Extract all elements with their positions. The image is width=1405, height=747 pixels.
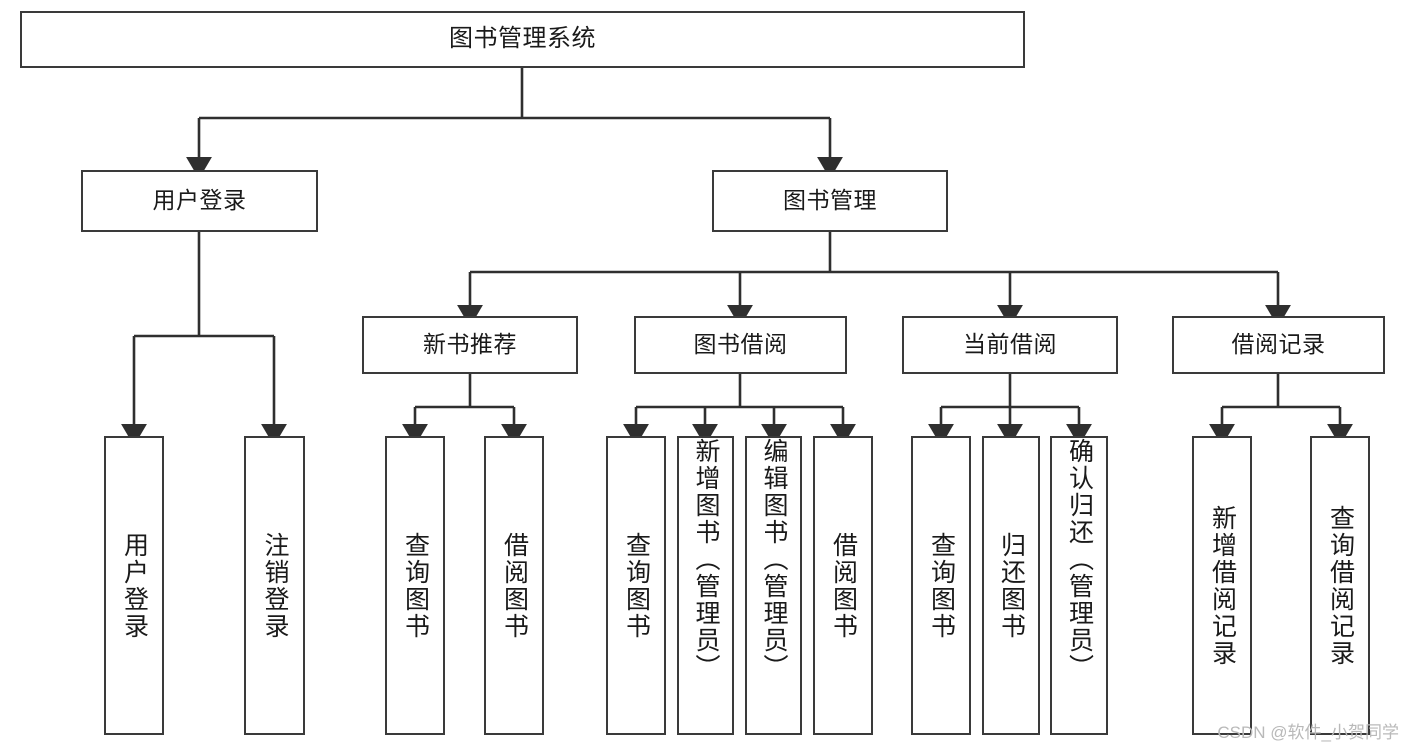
node-label: 新增借阅记录 [1208, 504, 1237, 667]
node-current-borrow[interactable]: 当前借阅 [902, 316, 1118, 374]
leaf-borrow-book-new[interactable]: 借阅图书 [484, 436, 544, 735]
leaf-add-book-admin[interactable]: 新增图书（管理员） [677, 436, 734, 735]
node-label: 借阅图书 [500, 531, 529, 640]
node-label: 借阅图书 [829, 531, 858, 640]
node-label: 用户登录 [120, 531, 149, 640]
leaf-query-book-current[interactable]: 查询图书 [911, 436, 971, 735]
node-label: 当前借阅 [963, 331, 1057, 358]
leaf-confirm-return-admin[interactable]: 确认归还（管理员） [1050, 436, 1108, 735]
leaf-return-book[interactable]: 归还图书 [982, 436, 1040, 735]
leaf-add-borrow-record[interactable]: 新增借阅记录 [1192, 436, 1252, 735]
node-new-book-recommend[interactable]: 新书推荐 [362, 316, 578, 374]
node-label: 新书推荐 [423, 331, 517, 358]
node-book-borrow[interactable]: 图书借阅 [634, 316, 847, 374]
leaf-query-book[interactable]: 查询图书 [606, 436, 666, 735]
leaf-logout[interactable]: 注销登录 [244, 436, 305, 735]
leaf-query-book-new[interactable]: 查询图书 [385, 436, 445, 735]
leaf-borrow-book[interactable]: 借阅图书 [813, 436, 873, 735]
node-root-system[interactable]: 图书管理系统 [20, 11, 1025, 68]
node-label: 借阅记录 [1231, 331, 1326, 358]
node-label: 查询图书 [927, 531, 956, 640]
node-label: 注销登录 [261, 531, 289, 640]
node-label: 用户登录 [152, 187, 247, 214]
node-label: 确认归还（管理员） [1065, 438, 1094, 681]
node-label: 查询借阅记录 [1326, 504, 1355, 667]
node-label: 查询图书 [401, 531, 430, 640]
leaf-user-login[interactable]: 用户登录 [104, 436, 164, 735]
node-label: 编辑图书（管理员） [760, 438, 788, 681]
node-label: 查询图书 [622, 531, 651, 640]
watermark-csdn: CSDN @软件_小贺同学 [1217, 723, 1399, 742]
node-label: 归还图书 [997, 531, 1026, 640]
leaf-query-borrow-record[interactable]: 查询借阅记录 [1310, 436, 1370, 735]
node-label: 图书借阅 [693, 331, 788, 358]
leaf-edit-book-admin[interactable]: 编辑图书（管理员） [745, 436, 802, 735]
node-borrow-record[interactable]: 借阅记录 [1172, 316, 1385, 374]
node-label: 图书管理系统 [449, 25, 596, 53]
node-label: 新增图书（管理员） [692, 438, 720, 681]
node-book-management[interactable]: 图书管理 [712, 170, 948, 232]
node-label: 图书管理 [783, 187, 877, 214]
node-user-login[interactable]: 用户登录 [81, 170, 318, 232]
